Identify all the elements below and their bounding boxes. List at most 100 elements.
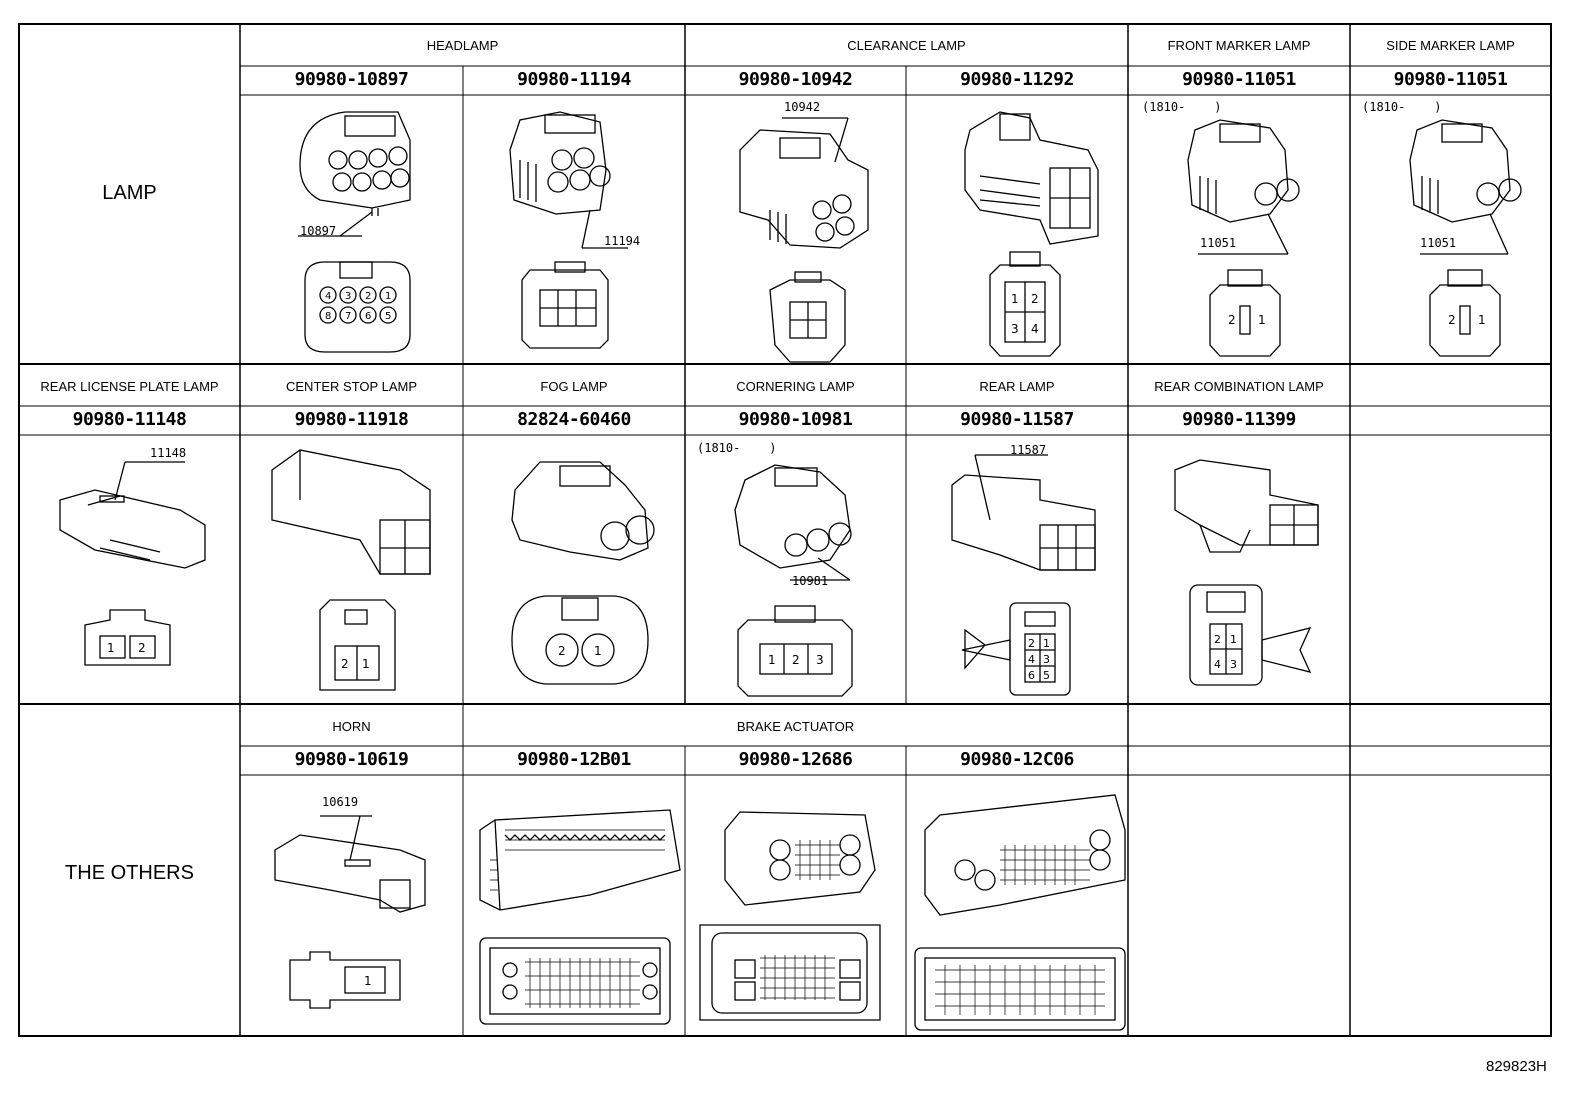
pin-label: 3 xyxy=(816,653,824,667)
pin-label: 4 xyxy=(1028,653,1035,666)
part-number: 90980-10981 xyxy=(738,409,853,430)
connector-11292-iso xyxy=(964,111,1099,245)
connector-11399-face: 2 1 4 3 xyxy=(1189,584,1312,686)
callout-10981: 10981 xyxy=(792,574,829,588)
pin-label: 1 xyxy=(1258,313,1266,327)
connector-12c06-iso xyxy=(924,794,1126,916)
part-number: 90980-11292 xyxy=(960,69,1074,90)
pin-label: 3 xyxy=(1230,658,1237,671)
pin-label: 2 xyxy=(341,657,349,671)
pin-label: 3 xyxy=(1043,653,1050,666)
pin-label: 4 xyxy=(325,291,331,302)
connector-11051a-iso xyxy=(1187,119,1300,255)
reference-code: 829823H xyxy=(1486,1058,1547,1075)
connector-11587-iso xyxy=(951,454,1096,571)
connector-10942-iso xyxy=(739,117,869,249)
pin-label: 1 xyxy=(107,641,115,655)
part-number: 90980-11051 xyxy=(1182,69,1296,90)
callout-10897: 10897 xyxy=(300,224,337,238)
callout-11194: 11194 xyxy=(604,234,641,248)
callout-11148: 11148 xyxy=(150,446,187,460)
connector-12b01-face xyxy=(479,937,671,1025)
callout-10942: 10942 xyxy=(784,100,821,114)
part-number: 82824-60460 xyxy=(517,409,631,430)
callout-11051-front: 11051 xyxy=(1200,236,1237,250)
pin-label: 3 xyxy=(1011,322,1019,336)
part-number: 90980-12686 xyxy=(738,749,853,770)
pin-label: 1 xyxy=(768,653,776,667)
pin-label: 6 xyxy=(1028,669,1035,682)
connector-11194-iso xyxy=(509,111,628,249)
category-the-others: THE OTHERS xyxy=(65,862,194,884)
pin-label: 2 xyxy=(1214,633,1221,646)
pin-label: 2 xyxy=(1028,637,1035,650)
part-number: 90980-11148 xyxy=(72,409,187,430)
group-front-marker-lamp: FRONT MARKER LAMP xyxy=(1167,38,1311,53)
connector-10981-iso xyxy=(734,464,852,581)
connector-10897-face: 4 3 2 1 8 7 6 5 xyxy=(304,261,411,353)
pin-label: 5 xyxy=(385,311,391,322)
pin-label: 2 xyxy=(1448,313,1456,327)
part-number: 90980-11399 xyxy=(1182,409,1296,430)
connector-11918-iso xyxy=(271,449,431,575)
connector-12686-iso xyxy=(724,811,876,906)
part-number: 90980-10897 xyxy=(294,69,409,90)
pin-label: 1 xyxy=(362,657,370,671)
part-number: 90980-10619 xyxy=(294,749,409,770)
connector-10619-iso xyxy=(274,815,426,913)
part-number: 90980-12B01 xyxy=(517,749,631,770)
pin-label: 3 xyxy=(345,291,351,302)
lamp-name: FOG LAMP xyxy=(540,379,608,394)
date-range-front: (1810- ) xyxy=(1142,100,1222,114)
lamp-name: REAR COMBINATION LAMP xyxy=(1154,379,1324,394)
part-number: 90980-11051 xyxy=(1393,69,1508,90)
connector-11148-iso xyxy=(59,461,206,569)
connector-12686-face xyxy=(699,924,881,1021)
connector-60460-face: 2 1 xyxy=(511,595,649,685)
part-number: 90980-11918 xyxy=(294,409,409,430)
pin-label: 1 xyxy=(364,974,372,988)
pin-label: 2 xyxy=(792,653,800,667)
callout-11051-side: 11051 xyxy=(1420,236,1457,250)
connector-10897-iso xyxy=(298,111,411,237)
group-brake-actuator: BRAKE ACTUATOR xyxy=(736,719,855,734)
pin-label: 2 xyxy=(365,291,371,302)
part-number: 90980-12C06 xyxy=(960,749,1074,770)
connector-11051b-iso xyxy=(1409,119,1522,255)
group-headlamp: HEADLAMP xyxy=(426,38,499,53)
connector-12b01-iso xyxy=(479,809,681,911)
connector-11587-face: 2 1 4 3 6 5 xyxy=(961,602,1071,696)
pin-label: 2 xyxy=(1031,292,1039,306)
pin-label: 2 xyxy=(558,644,566,658)
pin-label: 5 xyxy=(1043,669,1050,682)
connector-10942-face xyxy=(769,271,846,363)
group-side-marker-lamp: SIDE MARKER LAMP xyxy=(1386,38,1515,53)
callout-11587: 11587 xyxy=(1010,443,1047,457)
lamp-name: CORNERING LAMP xyxy=(736,379,855,394)
pin-label: 2 xyxy=(1228,313,1236,327)
connector-10981-face: 1 2 3 xyxy=(737,605,853,697)
pin-label: 1 xyxy=(1478,313,1486,327)
group-clearance-lamp: CLEARANCE LAMP xyxy=(847,38,966,53)
pin-label: 1 xyxy=(594,644,602,658)
connector-11194-face xyxy=(521,261,609,349)
pin-label: 7 xyxy=(345,311,351,322)
pin-label: 4 xyxy=(1031,322,1039,336)
pin-label: 4 xyxy=(1214,658,1221,671)
connector-11292-face: 1 2 3 4 xyxy=(989,251,1061,357)
connector-10619-face: 1 xyxy=(289,951,401,1009)
connector-11051b-face: 2 1 xyxy=(1429,269,1501,357)
lamp-name: REAR LAMP xyxy=(979,379,1055,394)
pin-label: 2 xyxy=(138,641,146,655)
part-number: 90980-10942 xyxy=(738,69,853,90)
lamp-name: CENTER STOP LAMP xyxy=(286,379,417,394)
pin-label: 1 xyxy=(385,291,391,302)
callout-10619: 10619 xyxy=(322,795,359,809)
lamp-name: REAR LICENSE PLATE LAMP xyxy=(40,379,219,394)
pin-label: 8 xyxy=(325,311,331,322)
date-range-cornering: (1810- ) xyxy=(697,441,777,455)
connector-11051a-face: 2 1 xyxy=(1209,269,1281,357)
part-number: 90980-11194 xyxy=(517,69,631,90)
connector-11399-iso xyxy=(1174,459,1319,553)
